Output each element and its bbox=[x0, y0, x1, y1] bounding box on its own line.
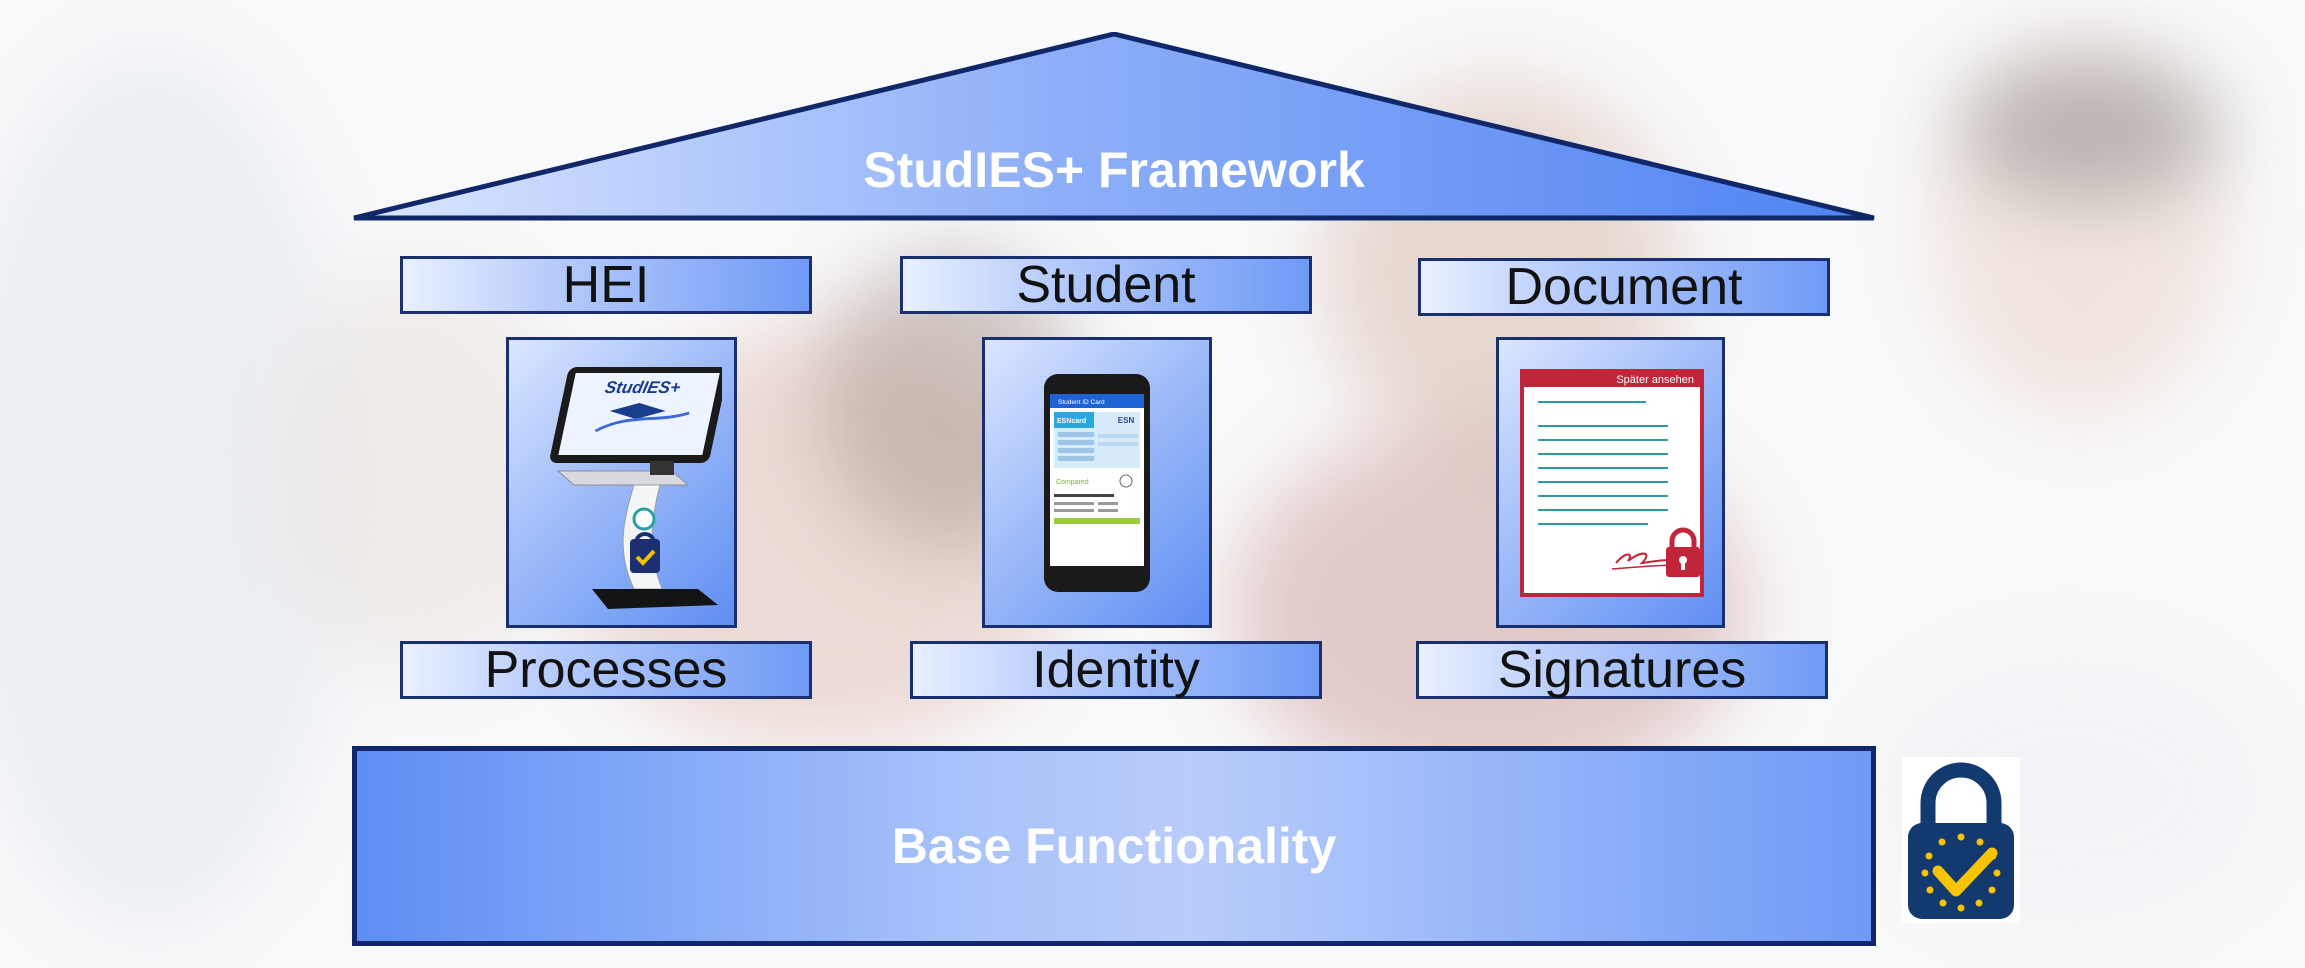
label-hei: HEI bbox=[400, 256, 812, 314]
label-student: Student bbox=[900, 256, 1312, 314]
phone-brand: ESN bbox=[1118, 416, 1135, 425]
panel-hei: StudIES+ bbox=[506, 337, 737, 628]
label-document: Document bbox=[1418, 258, 1830, 316]
phone-card-label: ESNcard bbox=[1057, 418, 1086, 425]
phone-app-title: Student ID Card bbox=[1058, 399, 1105, 406]
kiosk-terminal-image: StudIES+ bbox=[549, 366, 722, 609]
eu-trust-lock-icon bbox=[1902, 757, 2020, 923]
label-processes: Processes bbox=[400, 641, 812, 699]
framework-roof bbox=[353, 32, 1875, 221]
label-identity: Identity bbox=[910, 641, 1322, 699]
label-signatures: Signatures bbox=[1416, 641, 1828, 699]
kiosk-brand: StudIES+ bbox=[603, 377, 682, 397]
phone-stamp: Compared bbox=[1056, 479, 1089, 486]
mobile-student-id-image: Student ID Card ESNcard ESN Compared bbox=[1044, 373, 1150, 592]
base-functionality: Base Functionality bbox=[352, 746, 1876, 946]
signed-document-image: Später ansehen bbox=[1519, 368, 1704, 597]
framework-title: StudIES+ Framework bbox=[863, 142, 1365, 198]
panel-student: Student ID Card ESNcard ESN Compared bbox=[982, 337, 1212, 628]
document-banner: Später ansehen bbox=[1616, 374, 1694, 386]
panel-document: Später ansehen bbox=[1496, 337, 1725, 628]
